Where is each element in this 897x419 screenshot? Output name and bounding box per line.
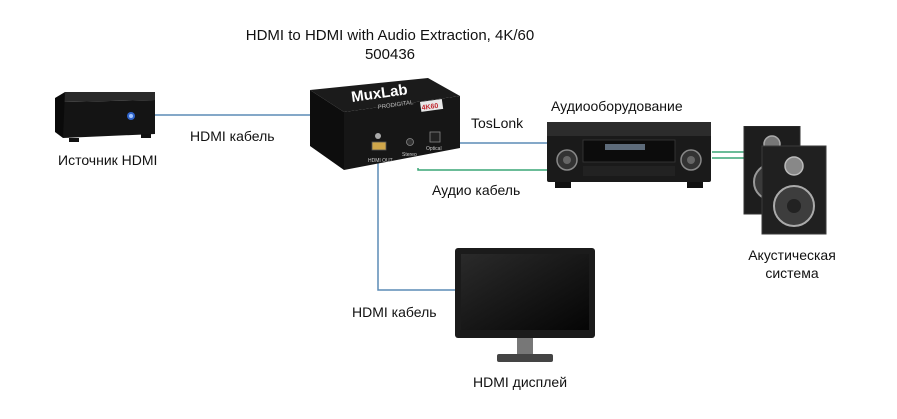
hdmi-source-device bbox=[55, 92, 155, 142]
hdmi-cable-line-bottom bbox=[377, 163, 457, 291]
audio-equipment-label: Аудиооборудование bbox=[551, 98, 683, 114]
source-label: Источник HDMI bbox=[58, 152, 158, 168]
speakers-label-line2: система bbox=[765, 265, 819, 281]
audio-cable-label: Аудио кабель bbox=[432, 182, 521, 198]
audio-cable-line bbox=[417, 168, 548, 171]
port-label-hdmi-out: HDMI OUT bbox=[368, 158, 393, 164]
display-label: HDMI дисплей bbox=[473, 374, 568, 390]
audio-extractor-device: MuxLab PRODIGITAL 4K60 HDMI OUT Stereo O… bbox=[310, 78, 460, 170]
optical-port bbox=[429, 131, 441, 143]
hdmi-cable-label-top: HDMI кабель bbox=[190, 128, 275, 144]
av-receiver-device bbox=[547, 122, 711, 188]
diagram-title: HDMI to HDMI with Audio Extraction, 4K/6… bbox=[230, 26, 550, 64]
speaker-front bbox=[761, 145, 827, 235]
speakers-label: Акустическая система bbox=[742, 246, 842, 282]
hdmi-cable-label-bottom: HDMI кабель bbox=[352, 304, 437, 320]
hdmi-display-device bbox=[455, 248, 595, 362]
speakers-device bbox=[743, 126, 827, 235]
hdmi-out-port bbox=[371, 141, 387, 151]
extractor-subbrand: PRODIGITAL bbox=[377, 100, 414, 111]
title-text: HDMI to HDMI with Audio Extraction, 4K/6… bbox=[245, 27, 535, 44]
speakers-label-line1: Акустическая bbox=[748, 247, 836, 263]
toslink-label: TosLonk bbox=[471, 115, 524, 131]
stereo-port bbox=[406, 138, 414, 146]
power-port bbox=[375, 133, 381, 139]
port-label-optical: Optical bbox=[426, 146, 442, 152]
extractor-badge: 4K60 bbox=[421, 103, 439, 112]
model-number: 500436 bbox=[364, 46, 416, 63]
port-label-stereo: Stereo bbox=[402, 152, 417, 158]
